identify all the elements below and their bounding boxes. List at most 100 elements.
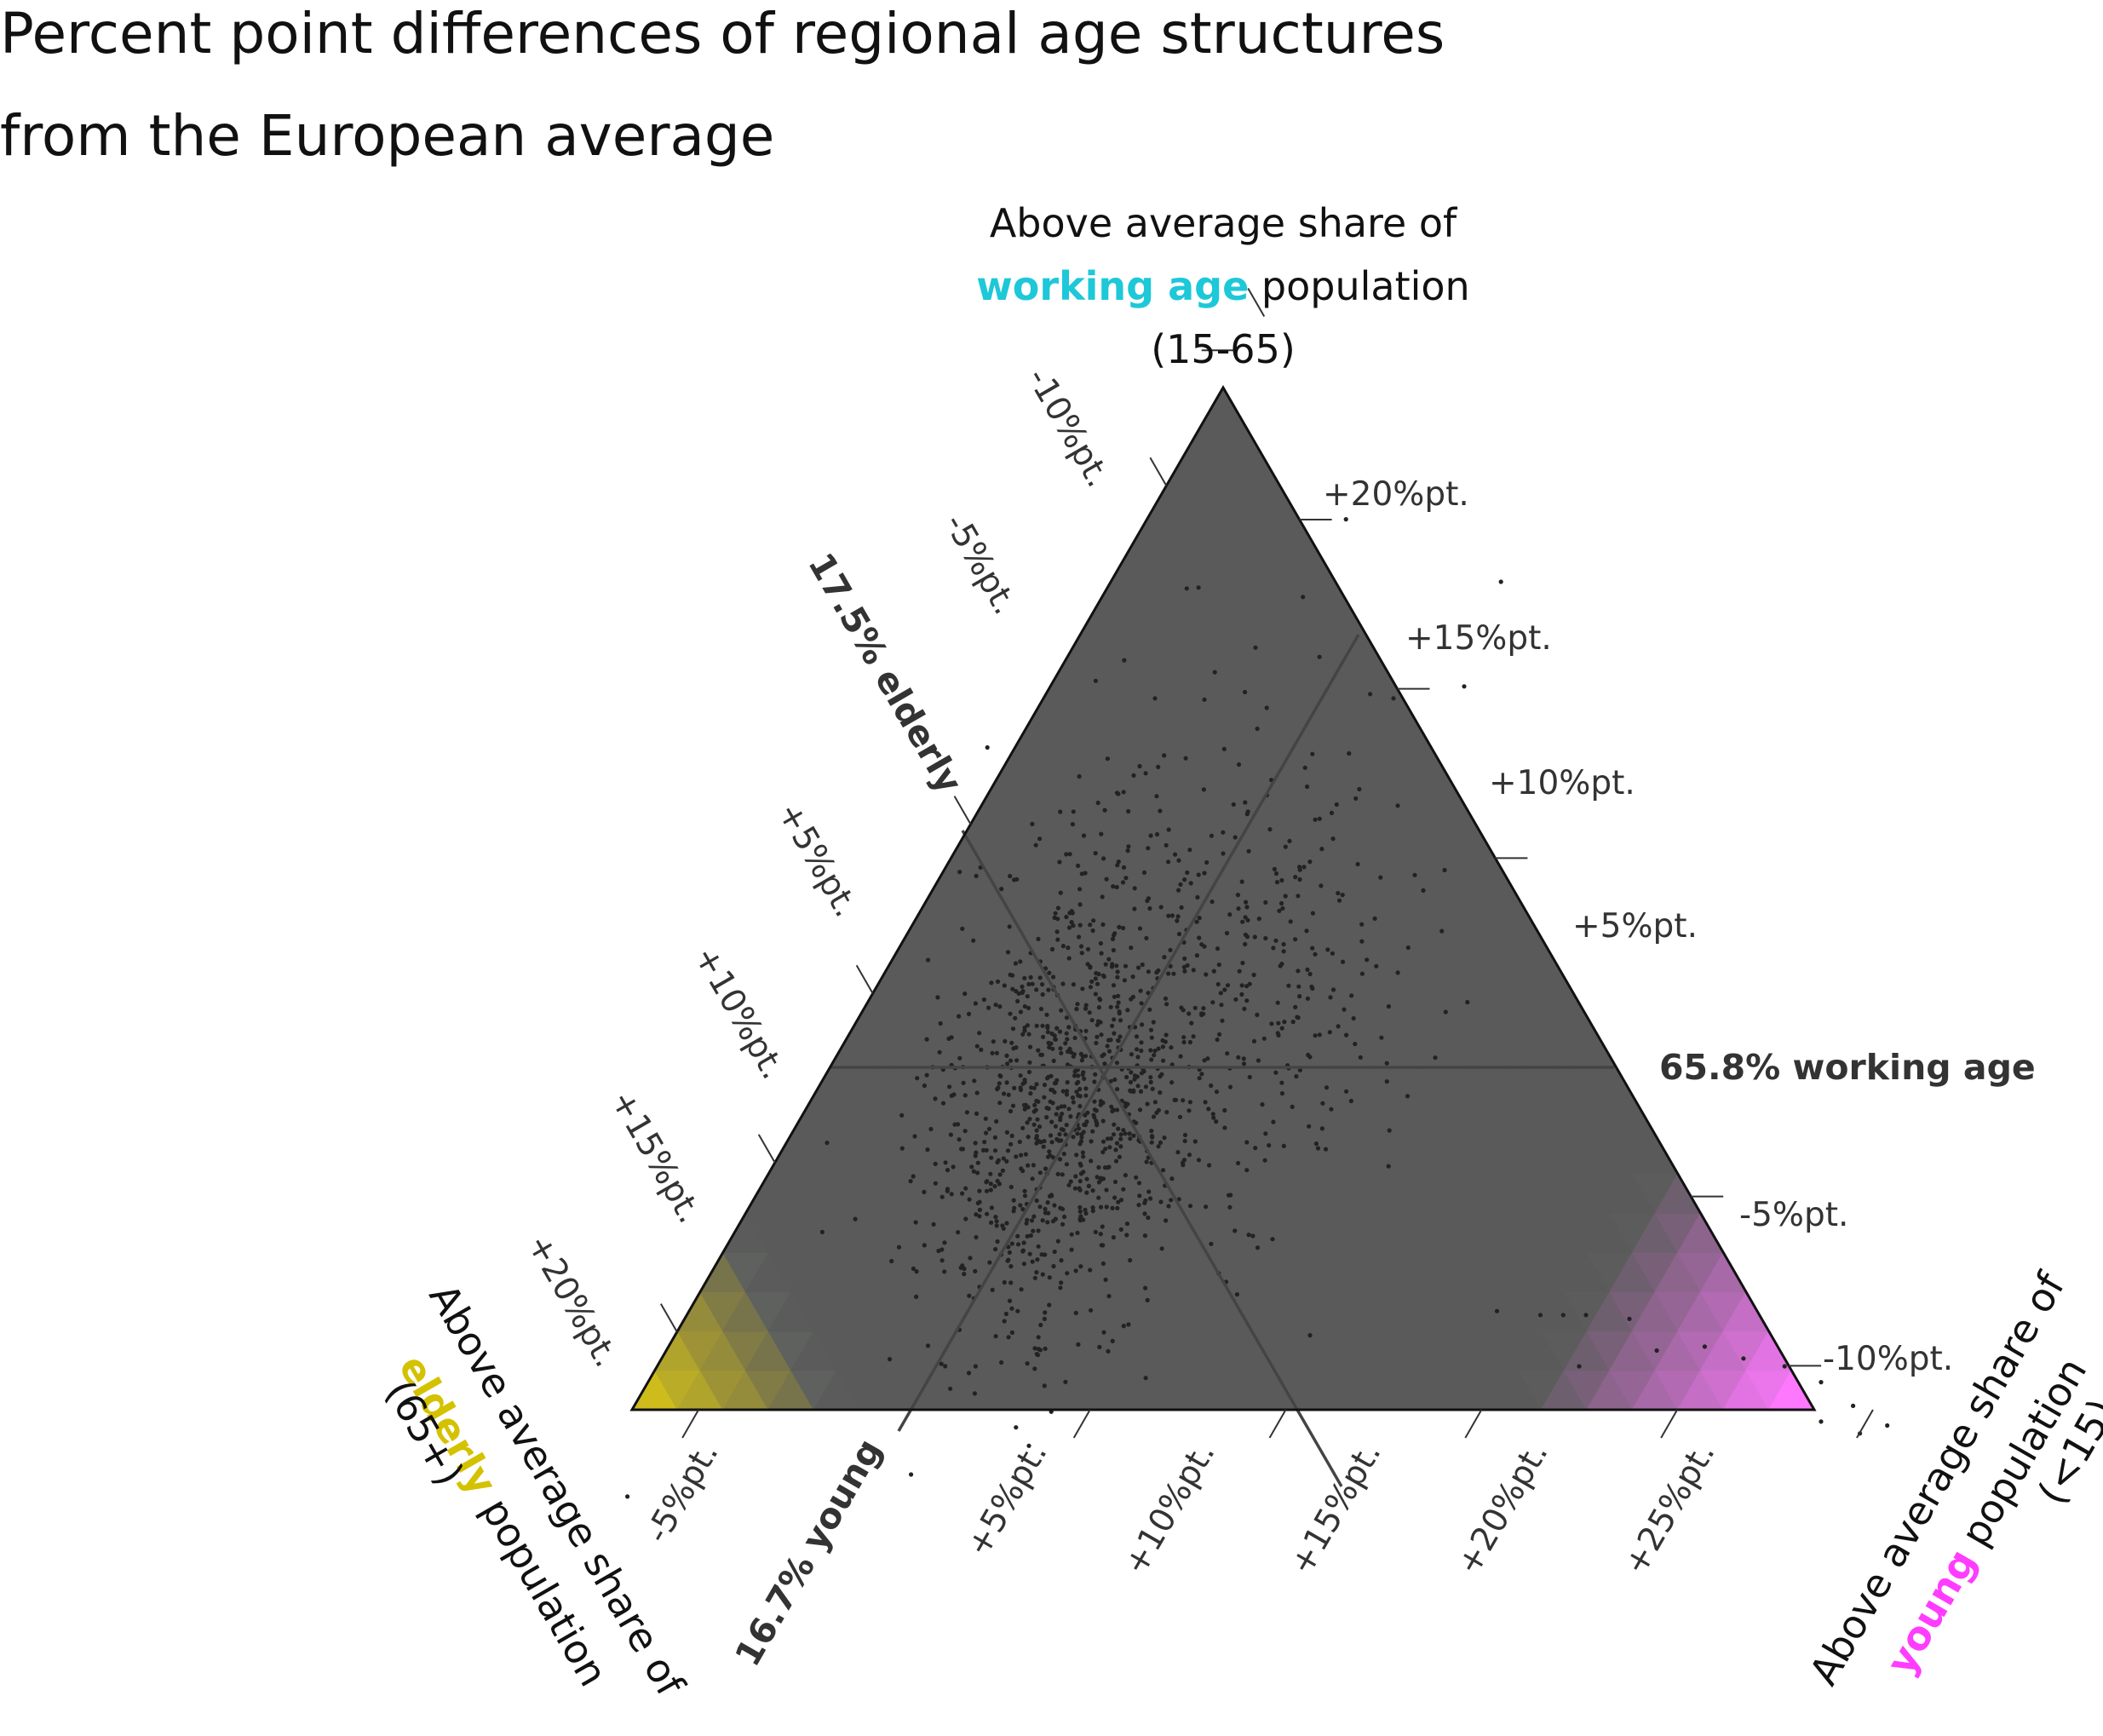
data-point — [1462, 684, 1467, 689]
data-point — [1324, 1085, 1330, 1090]
data-point — [1244, 984, 1250, 989]
data-point — [924, 1037, 929, 1042]
data-point — [1244, 900, 1249, 905]
data-point — [1158, 1140, 1164, 1145]
data-point — [1081, 1170, 1086, 1175]
data-point — [1028, 1091, 1033, 1096]
data-point — [1118, 1198, 1124, 1203]
data-point — [1246, 1233, 1251, 1238]
data-point — [989, 980, 994, 986]
data-point — [1235, 893, 1240, 898]
data-point — [1129, 997, 1134, 1002]
data-point — [1095, 1175, 1100, 1180]
data-point — [1088, 985, 1093, 990]
data-point — [993, 1334, 998, 1339]
data-point — [989, 1155, 994, 1160]
data-point — [1103, 1147, 1108, 1152]
data-point — [1057, 1132, 1062, 1137]
data-point — [1353, 1042, 1358, 1047]
data-point — [1305, 967, 1310, 972]
data-point — [957, 1055, 962, 1061]
data-point — [1301, 865, 1307, 870]
data-point — [1077, 902, 1083, 907]
data-point — [1244, 1168, 1250, 1173]
data-point — [1149, 1140, 1154, 1145]
data-point — [1090, 1129, 1095, 1134]
data-point — [1583, 1313, 1589, 1318]
data-point — [1109, 1104, 1114, 1109]
data-point — [1307, 859, 1313, 865]
data-point — [1320, 1101, 1325, 1106]
data-point — [963, 1186, 968, 1191]
working-axis-ticks: +20%pt. +15%pt. +10%pt. +5%pt. -5%pt. -1… — [1323, 475, 1953, 1378]
data-point — [1073, 1174, 1078, 1179]
young-tick-label: -5%pt. — [638, 1436, 726, 1550]
data-point — [1100, 1139, 1106, 1144]
data-point — [958, 1265, 963, 1270]
data-point — [1088, 1268, 1093, 1273]
data-point — [1035, 1117, 1040, 1122]
data-point — [1184, 586, 1189, 591]
data-point — [1185, 870, 1190, 875]
data-point — [1009, 1133, 1014, 1139]
data-point — [1148, 833, 1153, 838]
data-point — [1020, 984, 1025, 989]
tick-mark — [659, 1303, 678, 1333]
data-point — [1141, 870, 1147, 875]
data-point — [1140, 962, 1145, 968]
data-point — [1029, 1218, 1035, 1223]
data-point — [992, 1184, 997, 1189]
data-point — [1027, 1044, 1033, 1049]
data-point — [985, 1211, 990, 1216]
data-point — [1085, 946, 1091, 951]
data-point — [1086, 1183, 1091, 1188]
data-point — [1091, 918, 1096, 923]
data-point — [1148, 1196, 1153, 1201]
tick-mark — [1072, 1409, 1091, 1439]
data-point — [1067, 852, 1072, 857]
data-point — [1052, 1203, 1057, 1208]
data-point — [1368, 692, 1373, 697]
data-point — [1069, 1247, 1074, 1252]
data-point — [1034, 1270, 1039, 1275]
data-point — [1108, 1136, 1113, 1141]
tick-mark — [953, 796, 972, 825]
data-point — [1025, 1361, 1030, 1366]
data-point — [1050, 1046, 1055, 1051]
data-point — [1131, 773, 1136, 779]
data-point — [1080, 1072, 1085, 1078]
data-point — [1014, 1058, 1020, 1063]
data-point — [933, 1161, 938, 1166]
data-point — [1182, 956, 1187, 961]
data-point — [992, 1148, 998, 1153]
data-point — [1036, 1048, 1041, 1053]
data-point — [889, 1258, 894, 1264]
data-point — [1022, 1003, 1027, 1009]
data-point — [1045, 1220, 1050, 1225]
data-point — [1162, 753, 1167, 758]
data-point — [1118, 1144, 1123, 1149]
data-point — [1100, 1101, 1106, 1106]
data-point — [1196, 585, 1201, 590]
data-point — [1340, 893, 1345, 898]
data-point — [1103, 1277, 1108, 1282]
axis-tick-marks — [659, 288, 1874, 1439]
young-tick-label: +25%pt. — [1617, 1436, 1723, 1582]
data-point — [1273, 871, 1279, 877]
data-point — [1152, 1053, 1157, 1058]
data-point — [1111, 884, 1116, 889]
data-point — [1049, 1193, 1054, 1198]
data-point — [1374, 963, 1379, 969]
data-point — [1060, 1127, 1066, 1133]
data-point — [1040, 992, 1045, 997]
data-point — [1741, 1356, 1746, 1361]
data-point — [1001, 1156, 1006, 1161]
data-point — [971, 938, 976, 943]
data-point — [1064, 1031, 1069, 1036]
data-point — [1218, 991, 1223, 996]
data-point — [1051, 1058, 1056, 1063]
data-point — [1137, 763, 1142, 769]
working-tick-label: +20%pt. — [1323, 475, 1469, 514]
data-point — [997, 1004, 1003, 1009]
data-point — [1329, 810, 1335, 816]
